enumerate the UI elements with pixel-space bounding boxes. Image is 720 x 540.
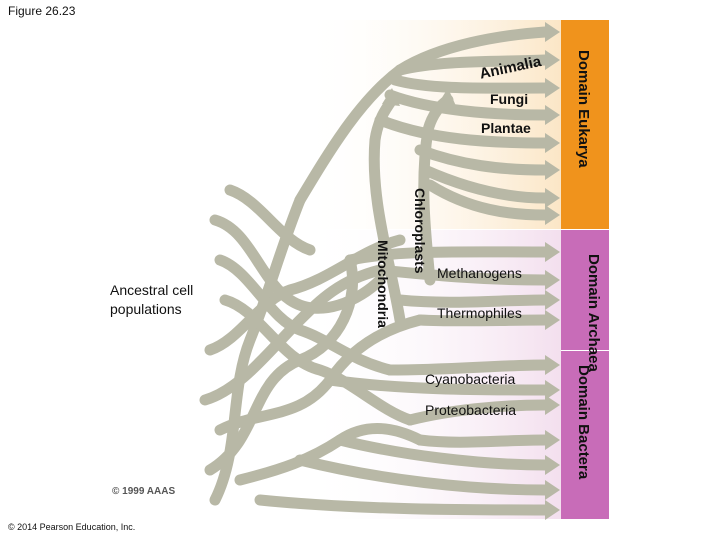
branch [384, 89, 551, 121]
branch [214, 254, 396, 376]
branch [404, 399, 551, 426]
arrowhead [545, 380, 560, 400]
branch [199, 264, 386, 406]
branch [419, 164, 551, 204]
pearson-copyright: © 2014 Pearson Education, Inc. [8, 522, 136, 532]
aaas-copyright: © 1999 AAAS [112, 486, 176, 497]
arrowhead [545, 455, 560, 475]
bacteria-band [561, 351, 609, 519]
domain-archaea-label: Domain Archaea [585, 254, 602, 372]
chloroplasts-label: Chloroplasts [412, 188, 428, 274]
arrowhead [545, 78, 560, 98]
arrowheads [382, 22, 560, 520]
branch [219, 294, 416, 426]
branch [394, 294, 551, 308]
figure-label: Figure 26.23 [8, 4, 76, 18]
arrowhead [545, 160, 560, 180]
arrowhead [545, 133, 560, 153]
arrowhead [545, 355, 560, 375]
branch [209, 214, 386, 314]
chloroplast-path [418, 94, 454, 286]
arrowhead [545, 22, 560, 42]
branch [344, 246, 551, 266]
branch [414, 144, 551, 176]
branch [254, 494, 551, 516]
branch [324, 374, 551, 396]
ancestral-cell-populations-label: Ancestral cell populations [110, 282, 194, 317]
arrowhead [545, 310, 560, 330]
proteobacteria-label: Proteobacteria [425, 402, 517, 418]
mitochondria-path [368, 94, 406, 326]
branch [374, 114, 551, 149]
arrowhead [438, 88, 456, 106]
mitochondria-label: Mitochondria [375, 240, 391, 328]
arrowhead [545, 242, 560, 262]
methanogens-label: Methanogens [437, 265, 522, 281]
branch [414, 314, 551, 327]
arrowhead [545, 205, 560, 225]
eukarya-band [561, 20, 609, 229]
domain-eukarya-label: Domain Eukarya [575, 50, 592, 168]
arrowhead [545, 290, 560, 310]
arrowhead [545, 188, 560, 208]
branch [334, 434, 551, 471]
branch [224, 184, 316, 256]
arrowhead [545, 50, 560, 70]
fungi-label: Fungi [490, 91, 529, 107]
arrowhead [545, 430, 560, 450]
branch [414, 434, 551, 448]
arrowhead [545, 395, 560, 415]
archaea-band [561, 230, 609, 350]
domain-bacteria-label: Domain Bactera [575, 365, 592, 480]
branch [294, 454, 551, 496]
arrowhead [545, 480, 560, 500]
branch [374, 264, 551, 286]
arrowhead [545, 270, 560, 290]
branch [424, 179, 551, 221]
branch [384, 359, 551, 376]
cyanobacteria-label: Cyanobacteria [425, 371, 516, 387]
plantae-label: Plantae [481, 120, 531, 136]
arrowhead [545, 500, 560, 520]
thermophiles-label: Thermophiles [437, 305, 522, 321]
arrowhead [382, 88, 400, 106]
branch [394, 54, 551, 76]
arrowhead [545, 105, 560, 125]
branch [389, 74, 551, 94]
branches [199, 26, 551, 516]
